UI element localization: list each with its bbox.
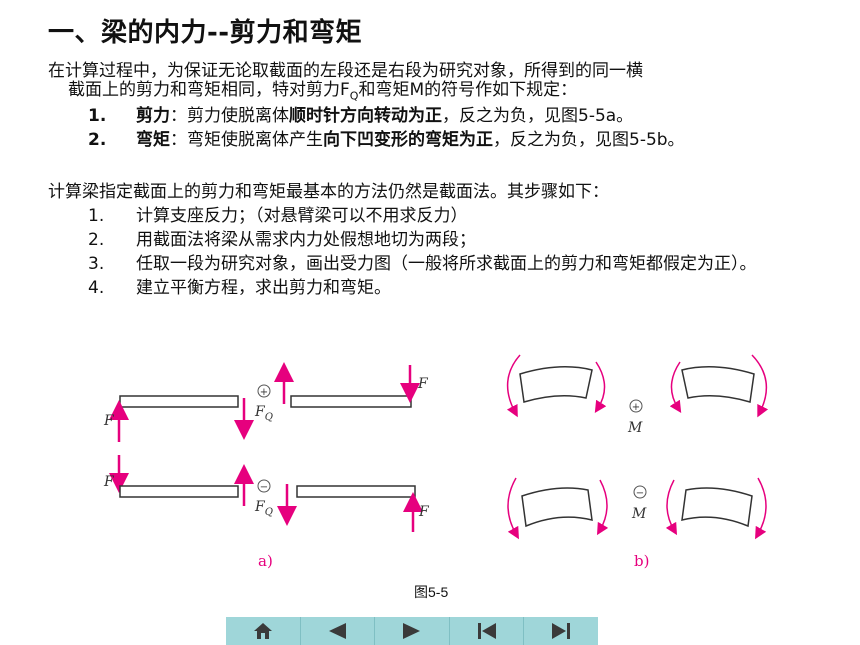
prev-slide-button[interactable] xyxy=(301,617,376,645)
slide-title: 一、梁的内力--剪力和弯矩 xyxy=(48,18,363,48)
label-fq: FQ xyxy=(254,499,273,518)
label-f: F xyxy=(418,504,430,520)
last-page-icon xyxy=(552,623,571,639)
intro-line-1: 在计算过程中，为保证无论取截面的左段还是右段为研究对象，所得到的同一横 xyxy=(48,61,643,81)
moment-arrow xyxy=(596,479,609,536)
moment-arrow xyxy=(751,354,769,418)
next-slide-button[interactable] xyxy=(375,617,450,645)
rule-item-moment: 2. 弯矩：弯矩使脱离体产生向下凹变形的弯矩为正，反之为负，见图5-5b。 xyxy=(88,130,685,150)
intro-line-2: 截面上的剪力和弯矩相同，特对剪力FQ和弯矩M的符号作如下规定： xyxy=(68,80,578,103)
first-slide-button[interactable] xyxy=(450,617,525,645)
step-item: 2.用截面法将梁从需求内力处假想地切为两段； xyxy=(88,230,476,250)
moment-arrow xyxy=(665,479,678,536)
sign-rules-list: 1. 剪力：剪力使脱离体顺时针方向转动为正，反之为负，见图5-5a。 2. 弯矩… xyxy=(48,107,788,155)
label-fq: FQ xyxy=(254,404,273,423)
beam-segment-right-positive xyxy=(290,395,412,408)
plus-sign: + xyxy=(632,402,640,413)
intro-paragraph: 在计算过程中，为保证无论取截面的左段还是右段为研究对象，所得到的同一横 截面上的… xyxy=(48,62,828,105)
step-item: 1.计算支座反力；（对悬臂梁可以不用求反力） xyxy=(88,206,468,226)
next-triangle-icon xyxy=(402,623,420,639)
plus-sign-circle xyxy=(629,399,643,413)
moment-arrow xyxy=(755,477,767,540)
step-item: 4.建立平衡方程，求出剪力和弯矩。 xyxy=(88,278,391,298)
prev-triangle-icon xyxy=(329,623,347,639)
label-f: F xyxy=(103,474,115,490)
curved-segment-right-positive xyxy=(681,366,755,403)
step-item: 3.任取一段为研究对象，画出受力图（一般将所求截面上的剪力和弯矩都假定为正）。 xyxy=(88,254,757,274)
moment-arrow xyxy=(506,354,521,418)
last-slide-button[interactable] xyxy=(524,617,598,645)
beam-segment-left-negative xyxy=(119,485,239,498)
moment-arrow xyxy=(594,361,607,414)
figure-caption: 图5-5 xyxy=(414,584,449,600)
home-button[interactable] xyxy=(226,617,301,645)
moment-arrow xyxy=(669,361,682,414)
moment-arrow xyxy=(507,477,519,540)
minus-sign: − xyxy=(636,488,644,499)
label-m: M xyxy=(627,420,643,436)
method-intro: 计算梁指定截面上的剪力和弯矩最基本的方法仍然是截面法。其步骤如下： xyxy=(48,182,609,202)
plus-sign-circle xyxy=(257,384,271,398)
plus-sign: + xyxy=(260,387,268,398)
label-f: F xyxy=(103,413,115,429)
subfigure-label-a: a) xyxy=(258,552,273,570)
first-page-icon xyxy=(477,623,496,639)
slide-nav-bar xyxy=(226,617,598,645)
minus-sign-circle xyxy=(633,485,647,499)
beam-segment-right-negative xyxy=(296,485,416,498)
subfigure-label-b: b) xyxy=(634,552,649,570)
curved-segment-left-negative xyxy=(521,487,593,528)
home-icon xyxy=(253,623,272,639)
curved-segment-left-positive xyxy=(519,366,593,403)
rule-item-shear: 1. 剪力：剪力使脱离体顺时针方向转动为正，反之为负，见图5-5a。 xyxy=(88,106,634,126)
minus-sign: − xyxy=(260,482,268,493)
steps-list: 1.计算支座反力；（对悬臂梁可以不用求反力） 2.用截面法将梁从需求内力处假想地… xyxy=(48,207,788,303)
label-f: F xyxy=(417,376,429,392)
minus-sign-circle xyxy=(257,479,271,493)
label-m: M xyxy=(631,506,647,522)
curved-segment-right-negative xyxy=(681,487,753,528)
beam-segment-left-positive xyxy=(119,395,239,408)
